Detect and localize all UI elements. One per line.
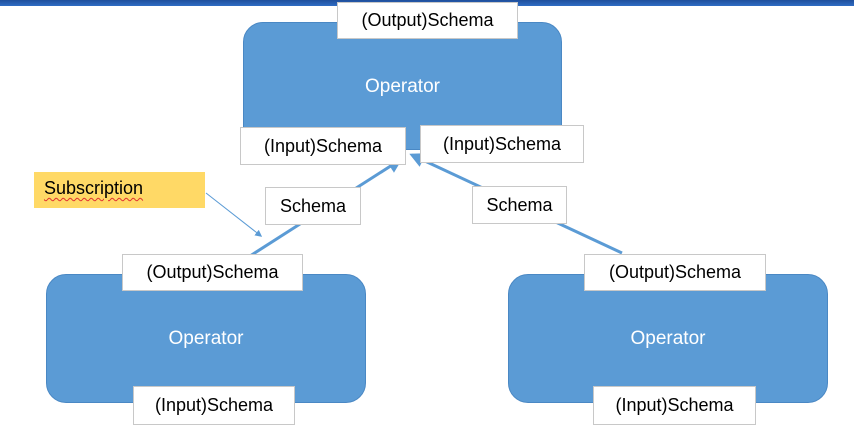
right-operator[interactable]: Operator: [508, 274, 828, 403]
left-operator-label: Operator: [168, 328, 244, 349]
subscription-callout-text: Subscription: [44, 178, 144, 198]
left-input-schema: (Input)Schema: [133, 386, 295, 425]
top-input-schema-right: (Input)Schema: [420, 125, 584, 163]
left-output-schema: (Output)Schema: [122, 254, 303, 291]
left-edge-schema-label: Schema: [265, 187, 361, 225]
top-output-schema: (Output)Schema: [337, 2, 518, 39]
right-input-schema: (Input)Schema: [593, 386, 756, 425]
right-edge-schema-label: Schema: [472, 186, 567, 224]
right-output-schema: (Output)Schema: [584, 254, 766, 291]
left-operator[interactable]: Operator: [46, 274, 366, 403]
top-input-schema-left: (Input)Schema: [240, 127, 406, 165]
top-operator-label: Operator: [365, 76, 440, 97]
right-operator-label: Operator: [630, 328, 706, 349]
subscription-callout: Subscription: [34, 172, 205, 208]
callout-arrow: [205, 192, 263, 237]
